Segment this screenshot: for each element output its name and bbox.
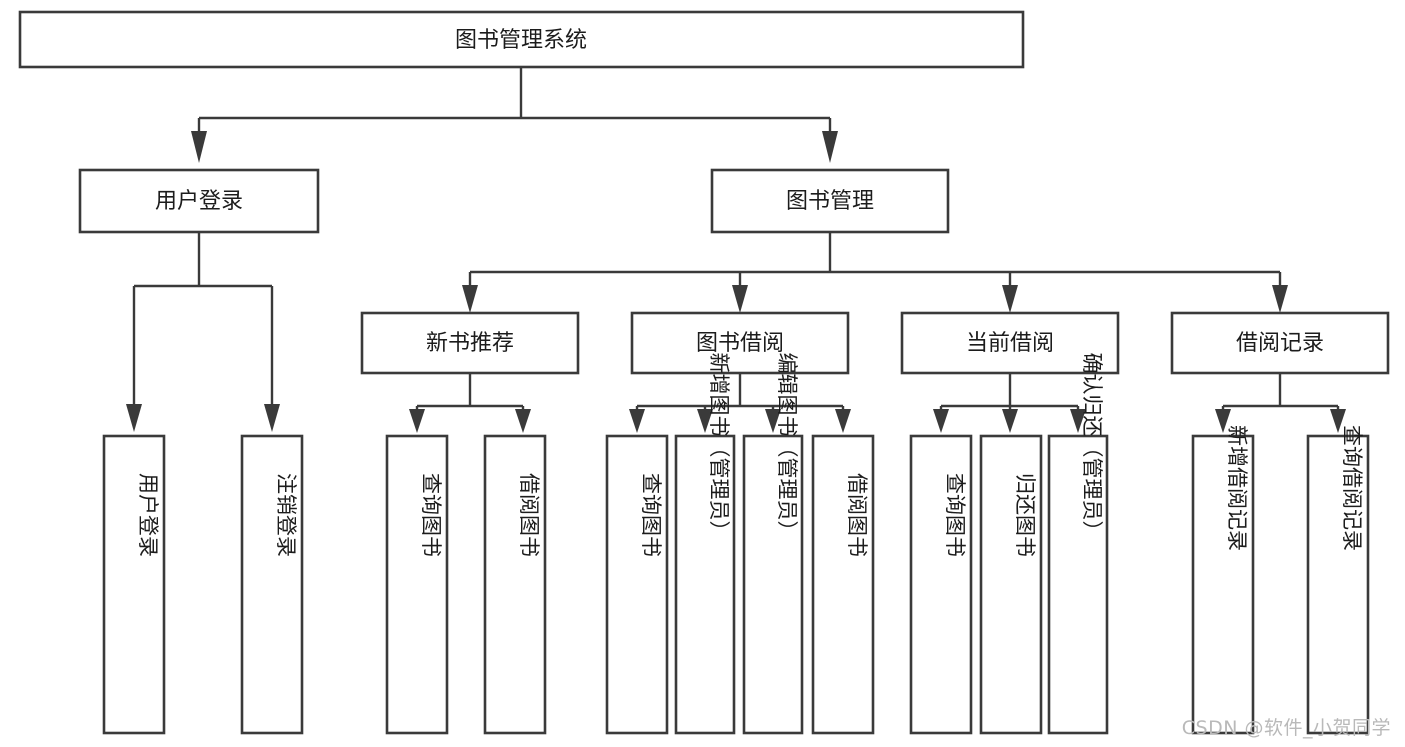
node-leaf-query-book-3-label: 查询图书: [943, 473, 967, 557]
arrow-icon-currentborrow-1: [933, 409, 949, 433]
arrow-icon-bookborrow-1: [629, 409, 645, 433]
arrow-icon-userlogin-1: [126, 404, 142, 432]
arrow-icon-borrowrecord-2: [1330, 409, 1346, 433]
arrow-icon-bookmanage-2: [732, 285, 748, 313]
node-leaf-query-book-2-box[interactable]: [605, 434, 669, 735]
node-leaf-query-book-1[interactable]: 查询图书: [385, 434, 449, 735]
connector-group-root: [191, 67, 838, 163]
arrow-icon-bookborrow-2: [697, 409, 713, 433]
arrow-icon-userlogin-2: [264, 404, 280, 432]
connector-group-currentborrow: [933, 373, 1086, 433]
node-leaf-logout-label: 注销登录: [274, 473, 298, 557]
node-new-book-rec-label: 新书推荐: [426, 331, 514, 356]
node-new-book-rec-box[interactable]: [360, 311, 580, 375]
node-root[interactable]: 图书管理系统: [18, 10, 1025, 69]
node-new-book-rec[interactable]: 新书推荐: [360, 311, 580, 375]
node-borrow-record-label: 借阅记录: [1236, 331, 1324, 356]
node-leaf-user-login[interactable]: 用户登录: [102, 434, 166, 735]
node-leaf-user-login-box[interactable]: [102, 434, 166, 735]
connector-group-bookborrow: [629, 373, 851, 433]
connector-group-userlogin: [126, 232, 280, 432]
node-leaf-edit-book-admin[interactable]: 编辑图书（管理员）: [742, 353, 804, 735]
node-user-login-label: 用户登录: [155, 189, 243, 214]
arrow-icon-bookmanage-4: [1272, 285, 1288, 313]
node-book-manage-box[interactable]: [710, 168, 950, 234]
node-leaf-return-book-box[interactable]: [979, 434, 1043, 735]
node-leaf-borrow-book-1[interactable]: 借阅图书: [483, 434, 547, 735]
node-borrow-record[interactable]: 借阅记录: [1170, 311, 1390, 375]
arrow-icon-bookmanage-1: [462, 285, 478, 313]
arrow-icon-newbookrec-2: [515, 409, 531, 433]
arrow-icon-bookmanage-3: [1002, 285, 1018, 313]
node-user-login[interactable]: 用户登录: [78, 168, 320, 234]
node-leaf-query-record[interactable]: 查询借阅记录: [1306, 425, 1370, 735]
node-leaf-edit-book-admin-box[interactable]: [742, 434, 804, 735]
node-leaf-confirm-return-admin-label: 确认归还（管理员）: [1080, 353, 1104, 542]
node-leaf-confirm-return-admin-box[interactable]: [1047, 434, 1109, 735]
node-leaf-query-book-3-box[interactable]: [909, 434, 973, 735]
arrow-icon-root-to-userlogin: [191, 131, 207, 163]
node-leaf-confirm-return-admin[interactable]: 确认归还（管理员）: [1047, 353, 1109, 735]
arrow-icon-currentborrow-3: [1070, 409, 1086, 433]
node-borrow-record-box[interactable]: [1170, 311, 1390, 375]
node-leaf-logout[interactable]: 注销登录: [240, 434, 304, 735]
node-leaf-query-record-label: 查询借阅记录: [1340, 425, 1364, 551]
node-root-box[interactable]: [18, 10, 1025, 69]
node-book-borrow-box[interactable]: [630, 311, 850, 375]
node-current-borrow-box[interactable]: [900, 311, 1120, 375]
node-leaf-query-book-2[interactable]: 查询图书: [605, 434, 669, 735]
arrow-icon-bookborrow-4: [835, 409, 851, 433]
node-leaf-query-book-1-label: 查询图书: [419, 473, 443, 557]
connector-group-bookmanage: [462, 232, 1288, 313]
node-leaf-query-book-2-label: 查询图书: [639, 473, 663, 557]
node-leaf-query-record-box[interactable]: [1306, 434, 1370, 735]
connector-group-newbookrec: [409, 373, 531, 433]
arrow-icon-currentborrow-2: [1002, 409, 1018, 433]
node-leaf-query-book-3[interactable]: 查询图书: [909, 434, 973, 735]
node-book-manage-label: 图书管理: [786, 189, 874, 214]
node-leaf-add-record-box[interactable]: [1191, 434, 1255, 735]
arrow-icon-borrowrecord-1: [1215, 409, 1231, 433]
node-root-label: 图书管理系统: [455, 28, 587, 53]
node-book-borrow-label: 图书借阅: [696, 331, 784, 356]
node-leaf-logout-box[interactable]: [240, 434, 304, 735]
node-leaf-add-book-admin-box[interactable]: [674, 434, 736, 735]
node-leaf-return-book[interactable]: 归还图书: [979, 434, 1043, 735]
node-leaf-return-book-label: 归还图书: [1013, 473, 1037, 557]
arrow-icon-newbookrec-1: [409, 409, 425, 433]
node-user-login-box[interactable]: [78, 168, 320, 234]
arrow-icon-root-to-bookmanage: [822, 131, 838, 163]
node-leaf-borrow-book-2-box[interactable]: [811, 434, 875, 735]
node-current-borrow[interactable]: 当前借阅: [900, 311, 1120, 375]
node-book-borrow[interactable]: 图书借阅: [630, 311, 850, 375]
node-book-manage[interactable]: 图书管理: [710, 168, 950, 234]
node-leaf-borrow-book-1-label: 借阅图书: [517, 473, 541, 557]
node-leaf-borrow-book-2-label: 借阅图书: [845, 473, 869, 557]
connector-group-borrowrecord: [1215, 373, 1346, 433]
node-leaf-add-book-admin-label: 新增图书（管理员）: [707, 353, 731, 542]
arrow-icon-bookborrow-3: [765, 409, 781, 433]
node-leaf-edit-book-admin-label: 编辑图书（管理员）: [775, 353, 799, 542]
node-leaf-borrow-book-1-box[interactable]: [483, 434, 547, 735]
node-leaf-add-record-label: 新增借阅记录: [1225, 425, 1249, 551]
node-leaf-query-book-1-box[interactable]: [385, 434, 449, 735]
node-current-borrow-label: 当前借阅: [966, 331, 1054, 356]
node-leaf-borrow-book-2[interactable]: 借阅图书: [811, 434, 875, 735]
node-leaf-add-book-admin[interactable]: 新增图书（管理员）: [674, 353, 736, 735]
node-leaf-add-record[interactable]: 新增借阅记录: [1191, 425, 1255, 735]
node-leaf-user-login-label: 用户登录: [136, 473, 160, 557]
